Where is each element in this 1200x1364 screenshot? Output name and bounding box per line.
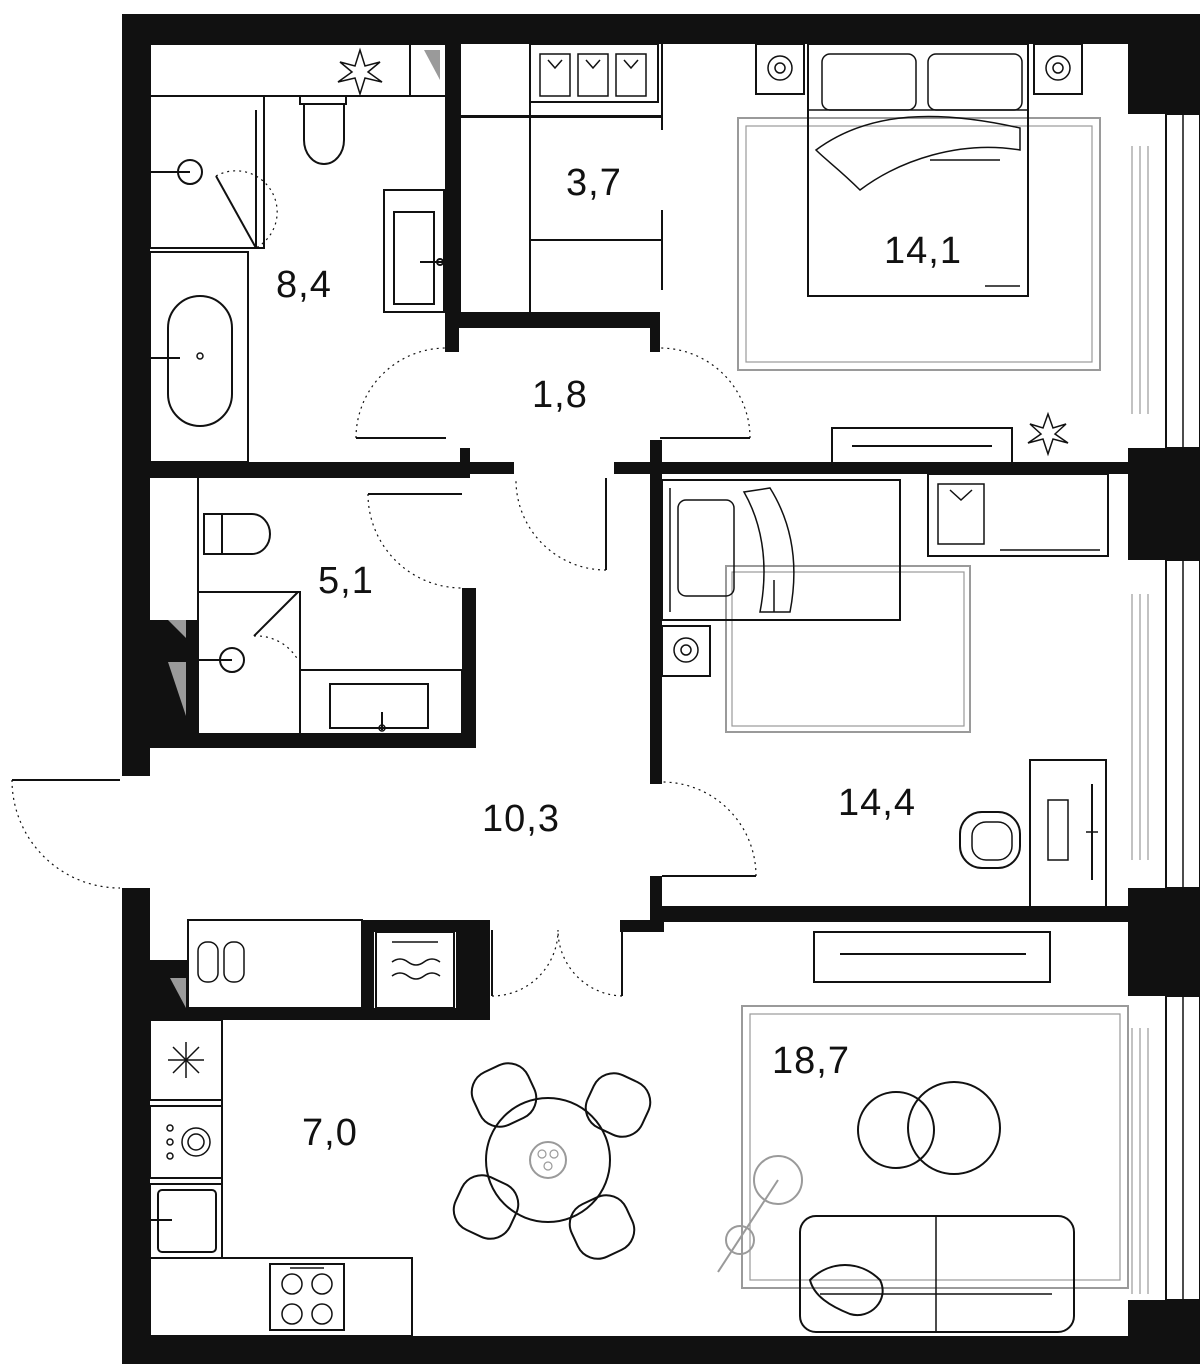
room-area-hallway: 10,3 [482, 798, 560, 840]
living-room-fixtures [717, 931, 1149, 1333]
radiator [1131, 146, 1149, 414]
room-area-bathroom-guest: 5,1 [318, 560, 374, 602]
room-area-vestibule: 1,8 [532, 374, 588, 416]
bathroom-guest-fixtures [197, 478, 463, 735]
kitchen-fixtures [149, 1019, 652, 1337]
dining-table [485, 1097, 611, 1223]
vestibule-doors [355, 347, 751, 589]
slippers-icon [197, 941, 245, 983]
stove-icon [149, 1105, 223, 1179]
fridge-snowflake-icon [149, 1019, 223, 1101]
shirt-icon [937, 483, 985, 545]
shirts-icon [539, 53, 647, 97]
room-area-bedroom-master: 14,1 [884, 230, 962, 272]
lamp-icon [661, 625, 711, 677]
radiator [1131, 594, 1149, 860]
radiator [1131, 1028, 1149, 1294]
niche-shade [170, 978, 186, 1008]
master-bedroom-fixtures [737, 43, 1149, 465]
plant-icon [1027, 411, 1069, 457]
niche-shade [424, 50, 440, 80]
room-area-living-room: 18,7 [772, 1040, 850, 1082]
bathroom-main-fixtures [149, 43, 447, 463]
lamp-icon [1033, 43, 1083, 95]
room-area-bathroom-main: 8,4 [276, 264, 332, 306]
niche-shade [168, 662, 186, 716]
chair-icon [959, 811, 1021, 869]
cooktop-icon [269, 1263, 345, 1331]
wardrobe-fixtures [460, 43, 663, 312]
washing-machine-icon [375, 931, 455, 1009]
room-area-kitchen: 7,0 [302, 1112, 358, 1154]
room-area-bedroom-second: 14,4 [838, 782, 916, 824]
niche-shade [168, 620, 186, 638]
hallway-fixtures [11, 779, 623, 1009]
chair-icon [452, 1062, 652, 1260]
plant-icon [337, 47, 383, 97]
second-bedroom-fixtures [661, 473, 1149, 909]
room-area-wardrobe: 3,7 [566, 162, 622, 204]
walls [122, 14, 1200, 1364]
lamp-icon [755, 43, 805, 95]
